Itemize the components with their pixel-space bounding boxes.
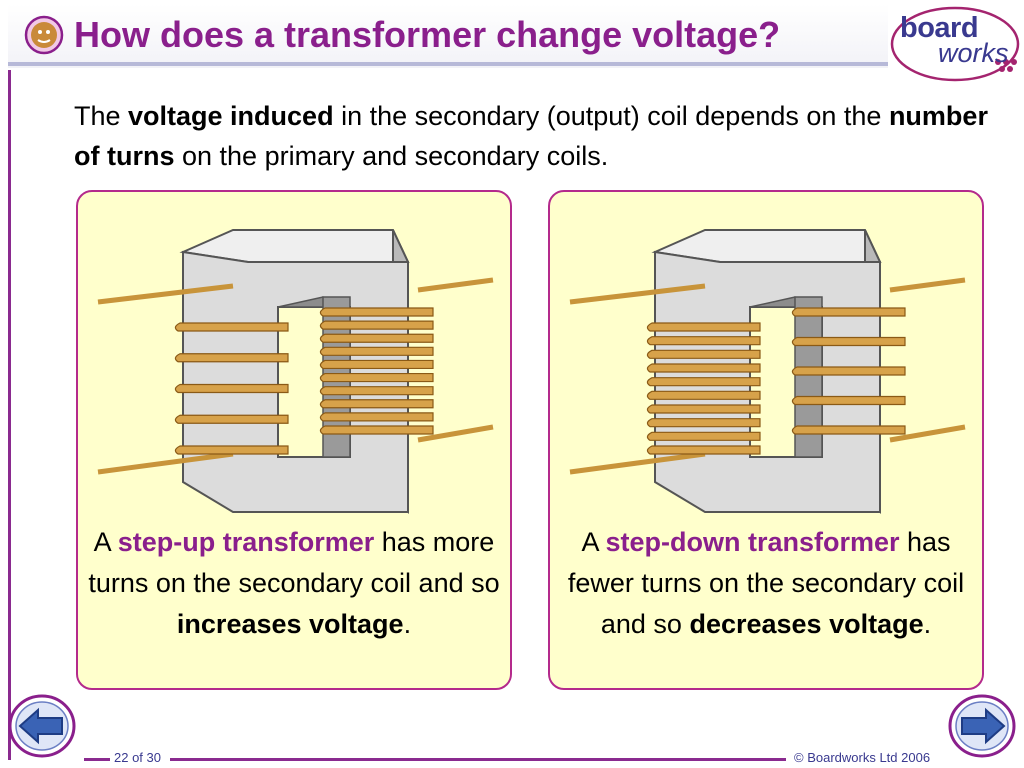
left-rule — [8, 70, 11, 760]
secondary-coil-turn — [319, 346, 434, 356]
slide-title: How does a transformer change voltage? — [74, 14, 781, 55]
caption-end: . — [923, 609, 932, 639]
step-up-caption: A step-up transformer has more turns on … — [88, 522, 500, 645]
primary-coil-turn — [174, 383, 289, 394]
secondary-coil — [319, 307, 434, 435]
secondary-wire-bottom — [417, 424, 494, 443]
forward-arrow-icon[interactable] — [946, 690, 1018, 762]
primary-coil-turn — [646, 377, 761, 387]
caption-end: . — [403, 609, 412, 639]
secondary-coil-turn — [319, 399, 434, 409]
boardworks-mascot-icon — [24, 15, 64, 55]
intro-text: The voltage induced in the secondary (ou… — [74, 96, 1004, 176]
primary-coil-turn — [646, 445, 761, 455]
step-up-panel: A step-up transformer has more turns on … — [76, 190, 512, 690]
footer-rule-middle — [170, 758, 786, 761]
primary-coil-turn — [646, 349, 761, 359]
primary-coil — [174, 322, 289, 455]
footer-rule-left — [84, 758, 110, 761]
primary-coil-turn — [646, 363, 761, 373]
back-arrow-icon[interactable] — [6, 690, 78, 762]
secondary-coil-turn — [791, 425, 906, 435]
caption-pre: A — [581, 527, 606, 557]
logo-word-board: board — [900, 12, 979, 44]
intro-bold-voltage-induced: voltage induced — [128, 101, 334, 131]
primary-wire-bottom — [569, 451, 706, 475]
primary-coil-turn — [174, 322, 289, 332]
primary-wire-top — [97, 283, 234, 305]
primary-coil-turn — [646, 322, 761, 332]
primary-wire-bottom — [97, 451, 234, 475]
primary-coil-turn — [646, 431, 761, 441]
primary-coil-turn — [646, 418, 761, 428]
intro-part-3: on the primary and secondary coils. — [174, 141, 609, 171]
caption-mid: has more turns on the secondary coil and… — [88, 527, 500, 598]
intro-part-1: The — [74, 101, 129, 131]
secondary-coil-turn — [791, 366, 906, 376]
caption-pre: A — [93, 527, 118, 557]
secondary-coil-turn — [319, 412, 434, 422]
secondary-coil-turn — [319, 359, 434, 370]
secondary-coil — [791, 307, 906, 435]
intro-part-2: in the secondary (output) coil depends o… — [333, 101, 889, 131]
primary-coil-turn — [174, 445, 289, 455]
primary-coil-turn — [646, 336, 761, 346]
step-down-caption: A step-down transformer has fewer turns … — [560, 522, 972, 645]
increases-voltage-text: increases voltage — [176, 609, 404, 639]
primary-wire-top — [569, 283, 706, 305]
title-underline — [8, 62, 888, 66]
secondary-wire-top — [417, 277, 494, 293]
primary-coil-turn — [646, 390, 761, 400]
secondary-coil-turn — [319, 307, 434, 317]
secondary-coil-turn — [791, 395, 906, 406]
secondary-coil-turn — [319, 386, 434, 396]
page-number: 22 of 30 — [114, 750, 161, 765]
primary-coil-turn — [174, 353, 289, 363]
step-down-panel: A step-down transformer has fewer turns … — [548, 190, 984, 690]
step-up-label: step-up transformer — [117, 527, 375, 557]
boardworks-logo — [890, 6, 1020, 82]
logo-word-works: works — [938, 38, 1009, 68]
secondary-coil-turn — [791, 336, 906, 347]
secondary-coil-turn — [791, 307, 906, 317]
title-bar — [8, 4, 888, 68]
copyright-notice: © Boardworks Ltd 2006 — [794, 750, 931, 765]
secondary-coil-turn — [319, 333, 434, 343]
decreases-voltage-text: decreases voltage — [689, 609, 924, 639]
primary-coil-turn — [174, 414, 289, 424]
primary-coil — [646, 322, 761, 455]
primary-coil-turn — [646, 404, 761, 414]
intro-bold-number-of-turns: number of turns — [74, 101, 988, 171]
secondary-coil-turn — [319, 320, 434, 330]
secondary-wire-bottom — [889, 424, 966, 443]
secondary-wire-top — [889, 277, 966, 293]
step-up-transformer-diagram — [97, 229, 494, 514]
caption-mid: has fewer turns on the secondary coil an… — [567, 527, 965, 639]
secondary-coil-turn — [319, 425, 434, 435]
step-down-transformer-diagram — [569, 229, 966, 514]
step-down-label: step-down transformer — [605, 527, 900, 557]
secondary-coil-turn — [319, 372, 434, 383]
